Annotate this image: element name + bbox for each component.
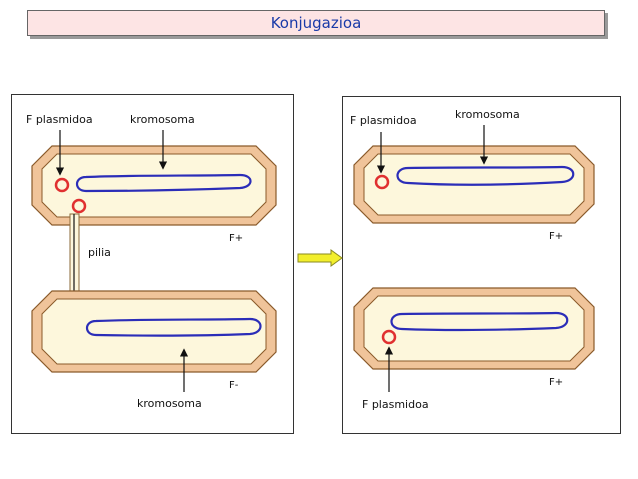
page-title: Konjugazioa bbox=[270, 14, 362, 32]
right-bottom-bacterium bbox=[353, 287, 595, 370]
label-chromosome-bottom: kromosoma bbox=[137, 397, 202, 410]
label-cell-type-bottom-left: F- bbox=[229, 380, 239, 391]
label-cell-type-top-left: F+ bbox=[229, 233, 243, 244]
label-f-plasmid-top: F plasmidoa bbox=[350, 114, 417, 127]
f-plasmid bbox=[54, 177, 70, 193]
left-bottom-bacterium bbox=[31, 290, 277, 373]
chromosome-loop bbox=[75, 173, 252, 193]
title-bar: Konjugazioa bbox=[27, 10, 605, 36]
chromosome-loop bbox=[85, 317, 262, 337]
chromosome-loop bbox=[390, 311, 569, 332]
left-top-bacterium bbox=[31, 145, 277, 226]
f-plasmid bbox=[381, 329, 397, 345]
label-chromosome-top: kromosoma bbox=[130, 113, 195, 126]
label-f-plasmid: F plasmidoa bbox=[26, 113, 93, 126]
right-top-bacterium bbox=[353, 145, 595, 224]
cell-interior bbox=[41, 153, 267, 218]
f-plasmid bbox=[374, 174, 390, 190]
arrow-right-icon bbox=[297, 249, 343, 267]
cell-interior bbox=[41, 298, 267, 365]
chromosome-loop bbox=[396, 165, 575, 186]
transferring-plasmid bbox=[71, 198, 87, 214]
label-chromosome-right: kromosoma bbox=[455, 108, 520, 121]
label-cell-type-top-right: F+ bbox=[549, 231, 563, 242]
label-pilus: pilia bbox=[88, 246, 111, 259]
label-cell-type-bottom-right: F+ bbox=[549, 377, 563, 388]
label-f-plasmid-bottom: F plasmidoa bbox=[362, 398, 429, 411]
